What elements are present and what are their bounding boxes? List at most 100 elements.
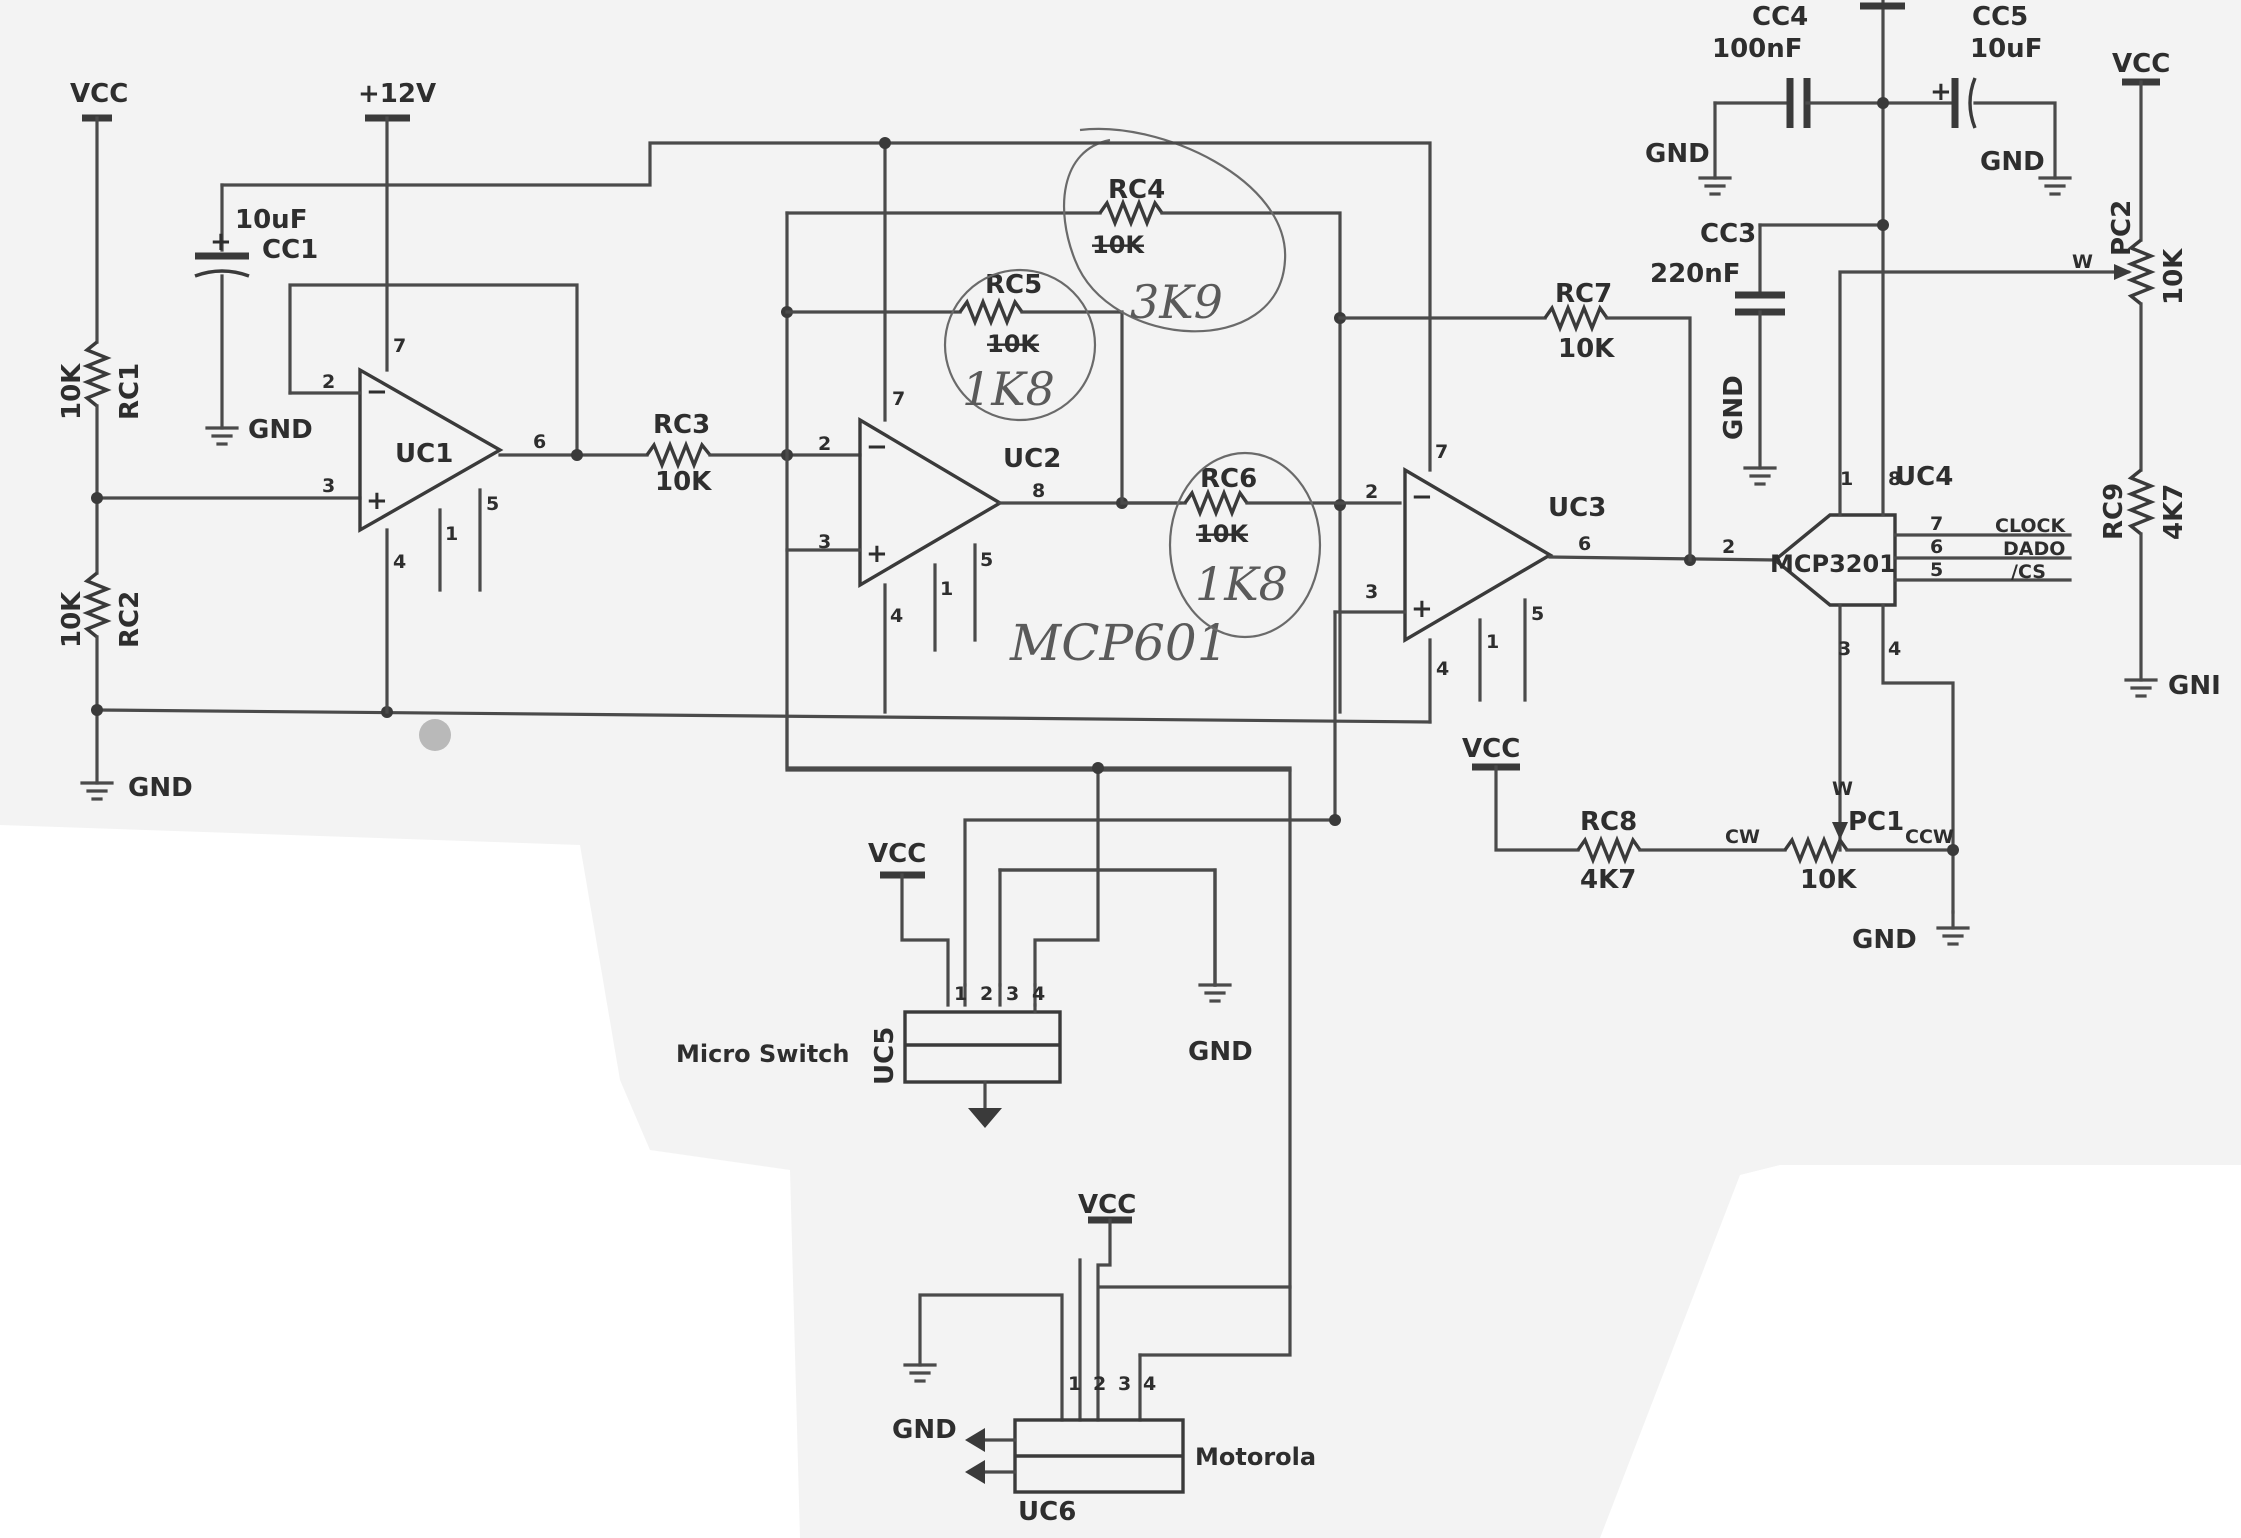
uc6-label: Motorola <box>1195 1443 1316 1471</box>
rc6-handwritten: 1K8 <box>1195 557 1288 611</box>
mcp3201-label: MCP3201 <box>1770 550 1896 578</box>
svg-text:5: 5 <box>980 549 993 571</box>
rc9-value: 4K7 <box>2159 484 2189 540</box>
uc5-ref: UC5 <box>870 1027 900 1085</box>
ground-cc1: GND <box>205 415 313 446</box>
ground-left: GND <box>80 773 193 803</box>
gnd-label-pc1: GND <box>1852 925 1917 955</box>
vcc-label-uc6: VCC <box>1078 1190 1136 1220</box>
gnd-label-uc5: GND <box>1188 1037 1253 1067</box>
svg-text:5: 5 <box>486 493 499 515</box>
svg-text:4: 4 <box>1143 1373 1156 1395</box>
rc2-name: RC2 <box>115 591 145 648</box>
rc5-handwritten: 1K8 <box>962 362 1055 416</box>
connector-uc6: Motorola UC6 <box>965 1418 1316 1527</box>
svg-text:+: + <box>366 486 388 516</box>
pc2-value: 10K <box>2159 248 2189 305</box>
gnd-label-cc3: GND <box>1719 375 1749 440</box>
svg-text:1: 1 <box>1486 631 1499 653</box>
svg-text:4: 4 <box>393 551 406 573</box>
cc1-name: CC1 <box>262 235 318 265</box>
rc4-name: RC4 <box>1108 175 1165 205</box>
cc3-value: 220nF <box>1650 259 1741 289</box>
pc1-ccw: CCW <box>1905 826 1954 848</box>
rc1-resistor <box>82 340 112 408</box>
svg-text:1: 1 <box>1840 468 1853 490</box>
rc8-name: RC8 <box>1580 807 1637 837</box>
svg-text:3: 3 <box>1838 638 1851 660</box>
ground-uc5: GND <box>1188 983 1253 1067</box>
svg-text:4: 4 <box>1888 638 1901 660</box>
uc4-label: UC4 <box>1895 462 1953 492</box>
svg-text:+: + <box>866 539 888 569</box>
rc8-resistor <box>1576 835 1642 865</box>
gnd-label-cc5: GND <box>1980 147 2045 177</box>
svg-text:7: 7 <box>393 335 406 357</box>
svg-text:1: 1 <box>940 578 953 600</box>
rc7-name: RC7 <box>1555 279 1612 309</box>
pc1-value: 10K <box>1800 865 1857 895</box>
svg-text:2: 2 <box>818 433 831 455</box>
svg-text:4: 4 <box>890 605 903 627</box>
svg-text:1: 1 <box>445 523 458 545</box>
svg-text:+: + <box>1930 77 1952 107</box>
vcc-label-right: VCC <box>2112 49 2170 79</box>
uc3-label: UC3 <box>1548 493 1606 523</box>
svg-text:6: 6 <box>1930 536 1943 558</box>
vcc-label-rc8: VCC <box>1462 734 1520 764</box>
svg-text:5: 5 <box>1930 559 1943 581</box>
pc1-wiper: W <box>1832 778 1853 800</box>
vcc-label-left: VCC <box>70 79 128 109</box>
connector-uc5: Micro Switch UC5 <box>676 1010 1062 1128</box>
svg-text:+: + <box>210 227 232 257</box>
adc-uc4: MCP3201 UC4 <box>1770 462 1953 607</box>
svg-text:3: 3 <box>322 475 335 497</box>
rc3-resistor <box>645 440 712 470</box>
pc2-wiper: W <box>2072 251 2093 273</box>
rc3-value: 10K <box>655 467 712 497</box>
rc6-resistor <box>1183 488 1249 518</box>
signal-cs: /CS <box>2011 561 2046 583</box>
ink-blot <box>419 719 451 751</box>
signal-clock: CLOCK <box>1995 515 2066 537</box>
rc4-handwritten: 3K9 <box>1130 275 1223 329</box>
ground-cc5: GND <box>1980 147 2072 196</box>
rc5-resistor <box>958 297 1024 327</box>
svg-text:+: + <box>1411 594 1433 624</box>
cc3-name: CC3 <box>1700 219 1756 249</box>
svg-text:4: 4 <box>1032 983 1045 1005</box>
cc1-value: 10uF <box>235 205 307 235</box>
rc4-value-struck: 10K <box>1092 231 1145 259</box>
svg-text:2: 2 <box>1365 481 1378 503</box>
cc4-value: 100nF <box>1712 34 1803 64</box>
svg-text:−: − <box>366 377 388 407</box>
ground-right: GNI <box>2124 671 2221 701</box>
rc1-name: RC1 <box>115 363 145 420</box>
ink-circle-rc5 <box>943 268 1097 422</box>
svg-text:−: − <box>1411 482 1433 512</box>
rc5-value-struck: 10K <box>987 330 1040 358</box>
rc7-value: 10K <box>1558 334 1615 364</box>
gnd-label-right: GNI <box>2168 671 2221 701</box>
pc2-potentiometer <box>2126 238 2156 306</box>
svg-text:5: 5 <box>1531 603 1544 625</box>
uc6-ref: UC6 <box>1018 1497 1076 1527</box>
pc1-cw: CW <box>1725 826 1760 848</box>
rc3-name: RC3 <box>653 410 710 440</box>
gnd-label-cc1: GND <box>248 415 313 445</box>
rc6-name: RC6 <box>1200 464 1257 494</box>
svg-text:6: 6 <box>533 431 546 453</box>
gnd-label-uc6: GND <box>892 1415 957 1445</box>
rc2-value: 10K <box>57 591 87 648</box>
pc2-name: PC2 <box>2107 200 2137 256</box>
rc1-value: 10K <box>57 363 87 420</box>
ground-cc4: GND <box>1645 139 1732 196</box>
mcp601-note: MCP601 <box>1009 614 1229 672</box>
opamp-uc3: UC3 − + <box>1403 467 1606 643</box>
svg-text:−: − <box>866 432 888 462</box>
uc2-label: UC2 <box>1003 444 1061 474</box>
uc5-label: Micro Switch <box>676 1040 849 1068</box>
cc5-name: CC5 <box>1972 2 2028 32</box>
uc1-label: UC1 <box>395 439 453 469</box>
